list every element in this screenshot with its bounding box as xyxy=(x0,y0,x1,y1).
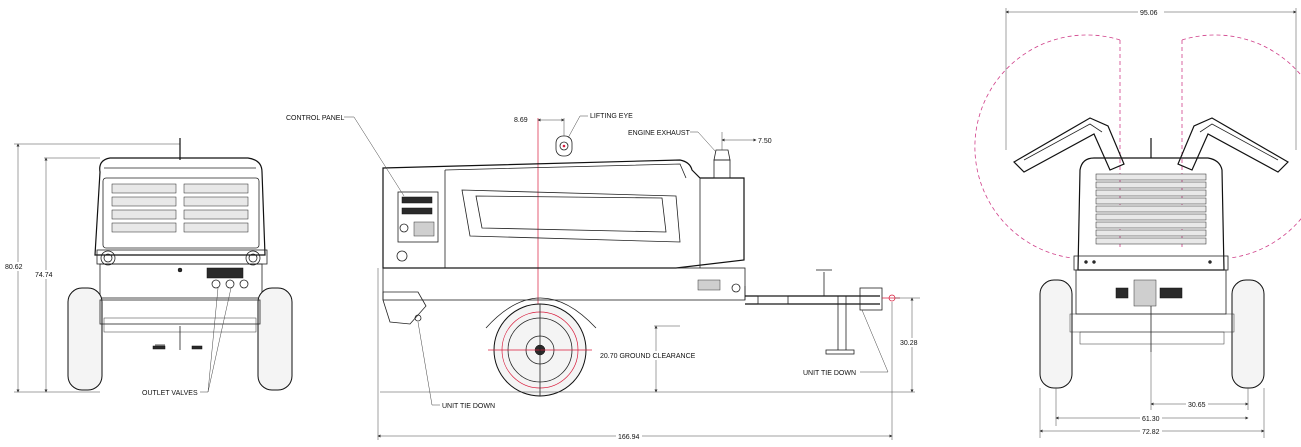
front-height-overall: 80.62 xyxy=(5,264,23,271)
exhaust-offset-value: 7.50 xyxy=(758,138,772,145)
front-grille xyxy=(111,183,249,233)
rear-view: 95.06 xyxy=(974,8,1301,438)
door-swing-arcs xyxy=(974,34,1301,259)
unit-tie-down-rear-label: UNIT TIE DOWN xyxy=(442,403,495,410)
control-panel xyxy=(396,191,439,262)
side-compressor-body xyxy=(382,149,746,301)
ground-clearance-label: 20.70 GROUND CLEARANCE xyxy=(600,353,696,360)
front-compressor-body xyxy=(94,138,268,299)
control-panel-callout: CONTROL PANEL xyxy=(286,115,405,197)
overall-width-value: 72.82 xyxy=(1142,429,1160,436)
unit-tie-down-callouts: UNIT TIE DOWN UNIT TIE DOWN xyxy=(417,309,889,410)
half-track-value: 30.65 xyxy=(1188,402,1206,409)
rear-compressor-body xyxy=(1073,138,1229,352)
hitch-height-value: 30.28 xyxy=(900,340,918,347)
unit-tie-down-front-label: UNIT TIE DOWN xyxy=(803,370,856,377)
outlet-valves-callout: OUTLET VALVES xyxy=(142,287,232,397)
open-door-right xyxy=(1177,117,1289,173)
outlet-valves-label: OUTLET VALVES xyxy=(142,390,198,397)
side-wheel xyxy=(485,297,597,397)
control-panel-label: CONTROL PANEL xyxy=(286,115,344,122)
doors-open-width-dimension: 95.06 xyxy=(1005,8,1297,150)
rear-tie-down xyxy=(382,291,427,325)
doors-open-width-value: 95.06 xyxy=(1140,10,1158,17)
front-view: 80.62 74.74 xyxy=(4,138,293,397)
front-height-dimensions: 80.62 74.74 xyxy=(4,143,180,393)
front-running-gear xyxy=(67,287,293,391)
rear-grille xyxy=(1095,173,1207,245)
lifting-eye xyxy=(555,135,573,157)
tow-bar xyxy=(745,269,900,355)
lifting-eye-label: LIFTING EYE xyxy=(590,113,633,120)
overall-length-dimension: 166.94 xyxy=(377,268,893,441)
engine-exhaust xyxy=(713,149,731,179)
lifting-eye-offset-value: 8.69 xyxy=(514,117,528,124)
rear-running-gear xyxy=(1039,279,1265,389)
engine-exhaust-callout: ENGINE EXHAUST 7.50 xyxy=(628,130,772,153)
rear-width-dimensions: 30.65 61.30 72.82 xyxy=(1039,352,1265,438)
track-width-value: 61.30 xyxy=(1142,416,1160,423)
lifting-eye-offset-dimension: 8.69 LIFTING EYE xyxy=(514,113,633,139)
engine-exhaust-label: ENGINE EXHAUST xyxy=(628,130,691,137)
ground-clearance-dimension: 20.70 GROUND CLEARANCE xyxy=(598,325,708,393)
hitch-height-dimension: 30.28 xyxy=(895,297,923,393)
side-view: 8.69 LIFTING EYE ENGINE EXHAUST 7.50 CON… xyxy=(286,113,923,441)
open-door-left xyxy=(1013,117,1125,173)
front-height-body: 74.74 xyxy=(35,272,53,279)
overall-length-value: 166.94 xyxy=(618,434,640,441)
